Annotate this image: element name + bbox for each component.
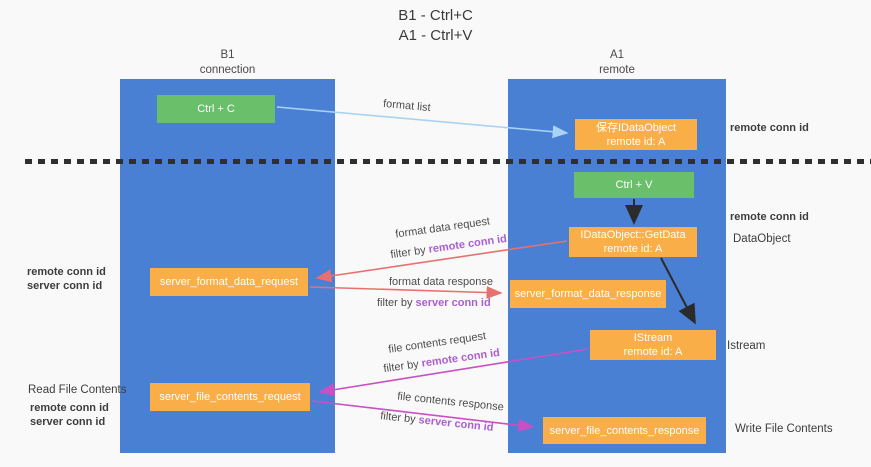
- getdata-line2: remote id: A: [603, 243, 663, 255]
- server-conn-id-highlight: server conn id: [415, 297, 491, 309]
- title-line-1: B1 - Ctrl+C: [398, 7, 473, 24]
- server-format-data-response-label: server_format_data_response: [514, 288, 662, 300]
- filter-by-prefix: filter by: [377, 297, 416, 309]
- format-data-response-filter-label: filter by server conn id: [377, 297, 491, 309]
- ctrl-v-label: Ctrl + V: [615, 179, 653, 191]
- diagram-title: B1 - Ctrl+C A1 - Ctrl+V: [0, 6, 871, 46]
- right-column-header: A1 remote: [508, 48, 726, 78]
- save-dataobject-box: 保存IDataObject remote id: A: [575, 119, 697, 150]
- dataobject-label: DataObject: [733, 233, 791, 245]
- istream-box: IStream remote id: A: [590, 330, 716, 360]
- ctrl-v-box: Ctrl + V: [574, 172, 694, 198]
- read-file-contents-label: Read File Contents: [28, 384, 127, 396]
- file-contents-response-filter-label: filter by server conn id: [380, 410, 494, 434]
- remote-conn-id-highlight: remote conn id: [427, 232, 508, 256]
- istream-side-label: Istream: [727, 340, 766, 352]
- istream-line1: IStream: [633, 332, 673, 344]
- remote-conn-id-label-top-right: remote conn id: [730, 122, 809, 134]
- remote-conn-id-label-right: remote conn id: [730, 211, 809, 223]
- filter-by-prefix: filter by: [382, 357, 423, 376]
- phase-separator-dashed-line: [25, 159, 871, 164]
- right-column-role: remote: [599, 64, 635, 76]
- save-dataobject-line2: remote id: A: [606, 135, 666, 148]
- left-column-name: B1: [220, 49, 235, 61]
- server-conn-id-highlight: server conn id: [417, 414, 495, 434]
- ctrl-c-label: Ctrl + C: [197, 103, 235, 115]
- server-conn-id-label-left-1: server conn id: [27, 280, 103, 292]
- ctrl-c-box: Ctrl + C: [157, 95, 275, 123]
- remote-conn-id-label-left-2: remote conn id: [30, 402, 109, 414]
- server-file-contents-request-label: server_file_contents_request: [159, 391, 301, 403]
- getdata-line1: IDataObject::GetData: [580, 229, 686, 241]
- filter-by-prefix: filter by: [389, 243, 430, 262]
- getdata-box: IDataObject::GetData remote id: A: [569, 227, 697, 257]
- left-column-role: connection: [199, 64, 256, 76]
- server-format-data-response-box: server_format_data_response: [510, 280, 666, 308]
- istream-line2: remote id: A: [623, 346, 683, 358]
- server-format-data-request-label: server_format_data_request: [159, 276, 299, 288]
- server-file-contents-response-label: server_file_contents_response: [549, 424, 700, 437]
- format-data-response-label: format data response: [389, 276, 493, 288]
- right-column-name: A1: [609, 49, 625, 61]
- remote-conn-id-label-left-1: remote conn id: [27, 266, 106, 278]
- server-file-contents-request-box: server_file_contents_request: [150, 383, 310, 411]
- write-file-contents-label: Write File Contents: [735, 423, 833, 435]
- server-format-data-request-box: server_format_data_request: [150, 268, 308, 296]
- save-dataobject-line1: 保存IDataObject: [595, 121, 677, 134]
- file-contents-response-label: file contents response: [396, 390, 505, 414]
- format-list-label: format list: [382, 97, 432, 115]
- server-file-contents-response-box: server_file_contents_response: [543, 417, 706, 444]
- filter-by-prefix: filter by: [379, 410, 420, 427]
- title-line-2: A1 - Ctrl+V: [398, 27, 473, 44]
- left-column-header: B1 connection: [120, 48, 335, 78]
- server-conn-id-label-left-2: server conn id: [30, 416, 106, 428]
- remote-conn-id-highlight: remote conn id: [420, 346, 501, 370]
